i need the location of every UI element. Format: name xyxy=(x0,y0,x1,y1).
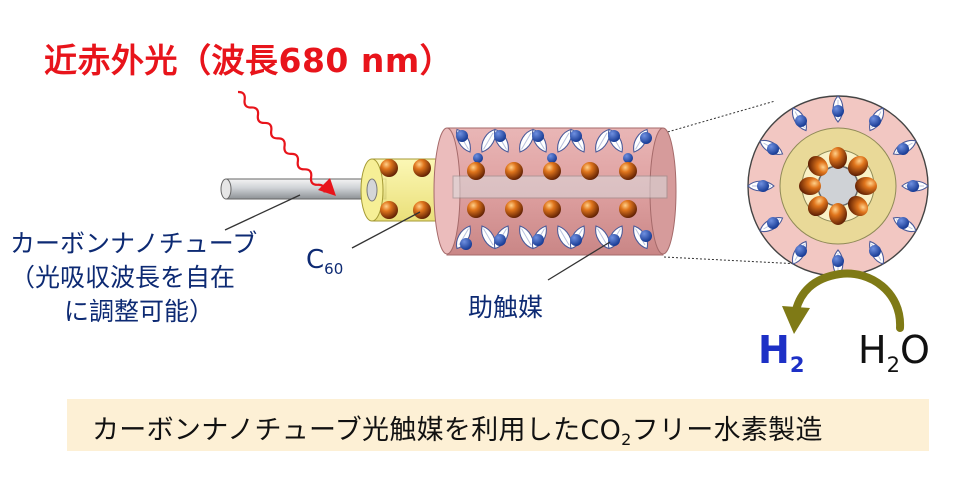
zoom-guide-top xyxy=(663,100,776,134)
c60-label: C60 xyxy=(306,245,343,278)
c60-leader-line xyxy=(351,211,421,249)
cnt-leader-line xyxy=(224,194,301,231)
cocatalyst-particles xyxy=(452,126,652,252)
c60-molecule xyxy=(380,159,431,219)
caption-sub: 2 xyxy=(621,430,632,449)
cocatalyst-layer xyxy=(433,127,677,256)
caption-before: カーボンナノチューブ光触媒を利用したCO xyxy=(92,415,622,446)
cocatalyst-leader-line xyxy=(547,241,611,281)
caption-box xyxy=(67,399,929,451)
caption-after: フリー水素製造 xyxy=(631,415,823,446)
nanotube-label-line2: （光吸収波長を自在 xyxy=(10,263,236,292)
cocatalyst-label: 助触媒 xyxy=(468,293,544,322)
hydrogen-label-main: H xyxy=(758,328,790,372)
reaction-arrow xyxy=(782,269,905,334)
hydrogen-label: H2 xyxy=(758,328,804,377)
cross-section xyxy=(747,95,929,277)
caption: カーボンナノチューブ光触媒を利用したCO2フリー水素製造 xyxy=(92,408,823,449)
c60-label-main: C xyxy=(306,245,325,275)
title: 近赤外光（波長680 nm） xyxy=(44,41,454,80)
cross-section-c60 xyxy=(799,147,877,225)
c60-label-sub: 60 xyxy=(324,260,344,278)
nanotube-label-line1: カーボンナノチューブ xyxy=(10,229,258,258)
light-wave-arrow xyxy=(237,90,336,196)
water-label: H2O xyxy=(858,328,930,377)
water-label-o: O xyxy=(899,328,930,372)
hydrogen-label-sub: 2 xyxy=(789,353,805,377)
nanotube-label: カーボンナノチューブ （光吸収波長を自在 に調整可能） xyxy=(10,227,257,329)
water-label-h: H xyxy=(858,328,887,372)
water-label-sub: 2 xyxy=(886,353,900,377)
carbon-nanotube xyxy=(220,178,387,200)
nanotube-label-line3: に調整可能） xyxy=(64,297,215,326)
cross-section-dots xyxy=(757,105,919,267)
